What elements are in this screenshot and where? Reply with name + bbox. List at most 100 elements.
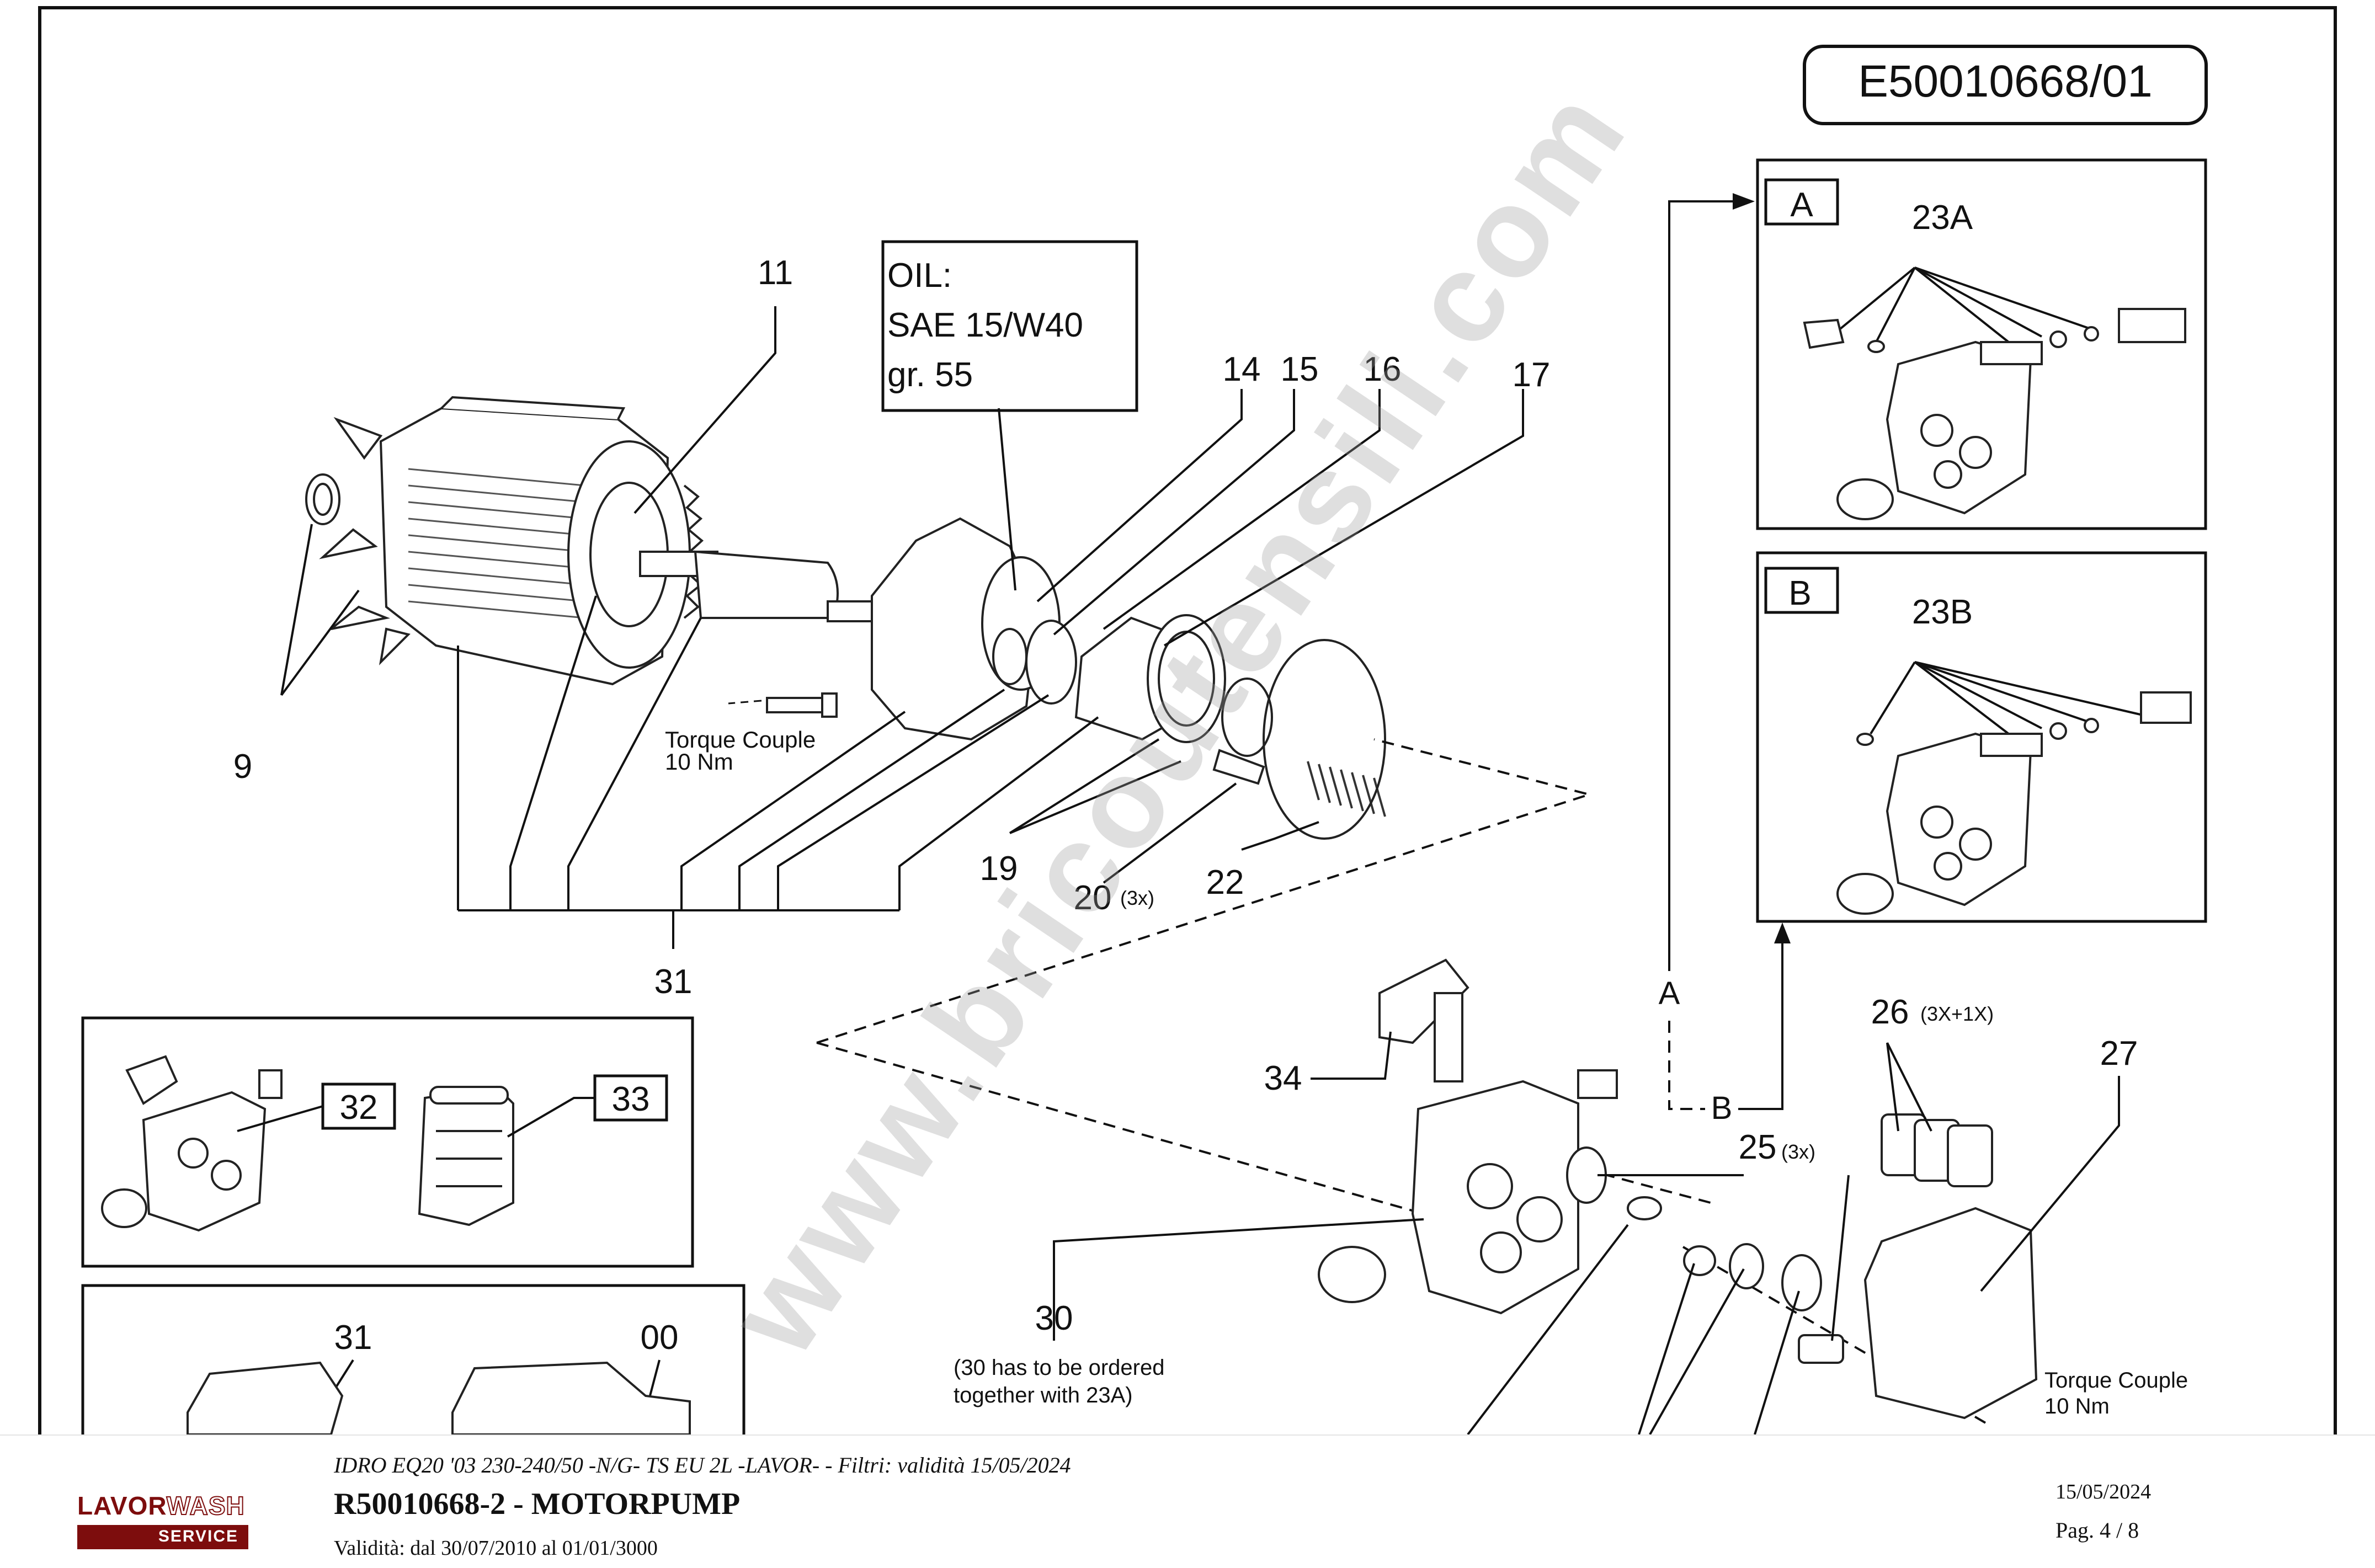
inset-a-leaders [1836, 266, 2097, 343]
callout-25-qty: (3x) [1781, 1140, 1815, 1163]
callout-33-box [593, 1074, 668, 1122]
doc-code-box [1803, 45, 2208, 125]
callout-26: 26 [1871, 993, 1909, 1031]
leader-lines-top [280, 306, 1524, 949]
bearing-16 [1025, 620, 1077, 705]
page-number: Pag. 4 / 8 [2056, 1518, 2139, 1543]
inset-b-tag-box [1764, 567, 1839, 614]
callout-19: 19 [980, 850, 1018, 888]
validity-range: Validità: dal 30/07/2010 al 01/01/3000 [334, 1537, 658, 1560]
leader-lines-bottom [1053, 1031, 2120, 1434]
torque-couple-2-line1: Torque Couple [2044, 1368, 2188, 1393]
logo-service-bar: SERVICE [77, 1525, 248, 1549]
valve-26-c [1947, 1124, 1993, 1187]
oil-quantity: gr. 55 [887, 356, 973, 394]
logo-wash: WASH [166, 1491, 245, 1521]
manifold-33 [418, 1085, 514, 1226]
callout-15: 15 [1281, 350, 1319, 388]
valve-26-d [1798, 1334, 1844, 1364]
outlet-fitting [1318, 1246, 1386, 1303]
logo-wordmark: LAVORWASH [77, 1490, 248, 1522]
callout-32: 32 [340, 1089, 378, 1127]
logo-service: SERVICE [158, 1527, 238, 1545]
diagram-canvas: E50010668/01 OIL: SAE 15/W40 gr. 55 [38, 6, 2337, 1434]
torque-couple-1-line2: 10 Nm [665, 749, 733, 775]
motor-preview-31 [187, 1361, 344, 1434]
inset-a: A 23A [1756, 158, 2207, 530]
inset-32-33-leaders [237, 1097, 595, 1138]
valve-port-2 [1516, 1196, 1563, 1242]
pump-head-30 [1318, 958, 1822, 1315]
page-footer: IDRO EQ20 '03 230-240/50 -N/G- TS EU 2L … [0, 1434, 2375, 1568]
callout-26-qty: (3X+1X) [1920, 1002, 1994, 1025]
callout-32-box [321, 1082, 396, 1130]
inset-a-tag-box [1764, 178, 1839, 226]
exploded-parts-diagram: E50010668/01 OIL: SAE 15/W40 gr. 55 [38, 6, 2337, 1434]
disc [1221, 678, 1273, 757]
callout-11: 11 [758, 254, 793, 292]
callout-25: 25 [1739, 1128, 1777, 1166]
page-frame [38, 6, 2337, 1434]
o-ring-small [1627, 1196, 1662, 1220]
manifold-27 [1863, 1207, 2038, 1420]
lavorwash-logo: LAVORWASH SERVICE [77, 1490, 248, 1550]
seal-ring-9-inner [313, 483, 333, 516]
valve-port-1 [1467, 1163, 1513, 1209]
bolt [766, 692, 838, 718]
callout-30: 30 [1035, 1299, 1073, 1337]
flow-label-b: B [1711, 1090, 1733, 1126]
inset-a-tag: A [1790, 186, 1813, 224]
piston-20 [1212, 749, 1265, 785]
oil-label: OIL: [887, 257, 952, 295]
model-line: IDRO EQ20 '03 230-240/50 -N/G- TS EU 2L … [334, 1453, 1071, 1478]
arrow-a-head [1733, 193, 1755, 210]
bearing-15 [992, 628, 1027, 685]
callout-9: 9 [233, 748, 252, 786]
arrow-b-head [1774, 922, 1791, 943]
torque-couple-1-line1: Torque Couple [665, 727, 816, 753]
callout-16: 16 [1364, 350, 1402, 388]
print-date: 15/05/2024 [2056, 1480, 2152, 1503]
document-title: R50010668-2 - MOTORPUMP [334, 1487, 741, 1521]
variant-flow-lines [1668, 200, 1783, 1110]
inset-b: B 23B [1756, 551, 2207, 923]
motorpump-preview-00 [451, 1361, 691, 1434]
callout-31-inset: 31 [334, 1319, 372, 1357]
callout-17: 17 [1513, 356, 1551, 394]
callout-33: 33 [612, 1080, 650, 1118]
o-ring [1263, 639, 1386, 840]
inset-b-label: 23B [1912, 593, 1973, 631]
callout-20-qty: (3x) [1120, 887, 1154, 909]
inlet-fitting [1577, 1069, 1618, 1099]
callout-14: 14 [1223, 350, 1261, 388]
callout-30-note-1: (30 has to be ordered [954, 1356, 1164, 1380]
callout-31: 31 [654, 963, 693, 1001]
pump-drive-assembly [871, 517, 1386, 840]
logo-lavor: LAVOR [77, 1491, 167, 1520]
handle-34-spring [1434, 992, 1463, 1082]
callout-00: 00 [641, 1319, 679, 1357]
motor-top-box [440, 396, 626, 420]
pump-head-23b [1836, 691, 2192, 915]
fan-blades [319, 417, 411, 665]
inset-a-label: 23A [1912, 199, 1973, 237]
spring-22 [1307, 761, 1386, 817]
bolt-axis [728, 700, 762, 705]
callout-27: 27 [2100, 1034, 2138, 1073]
flow-label-a: A [1659, 975, 1680, 1011]
washer-3 [1781, 1254, 1822, 1311]
washer-1 [1683, 1245, 1716, 1276]
doc-code: E50010668/01 [1858, 56, 2153, 106]
bolt-head [821, 692, 838, 718]
bolt-shank [766, 697, 829, 713]
rotor [694, 550, 839, 619]
callout-34: 34 [1264, 1059, 1302, 1097]
valve-port-3 [1480, 1231, 1522, 1273]
callout-30-note-2: together with 23A) [954, 1383, 1133, 1407]
inset-31-00: 31 00 [81, 1284, 745, 1434]
torque-couple-2-line2: 10 Nm [2044, 1394, 2110, 1418]
pump-head-23a [1803, 308, 2186, 520]
motor-cooling-fins [408, 468, 585, 619]
callout-20: 20 [1074, 879, 1112, 917]
inset-b-leaders [1870, 661, 2153, 735]
